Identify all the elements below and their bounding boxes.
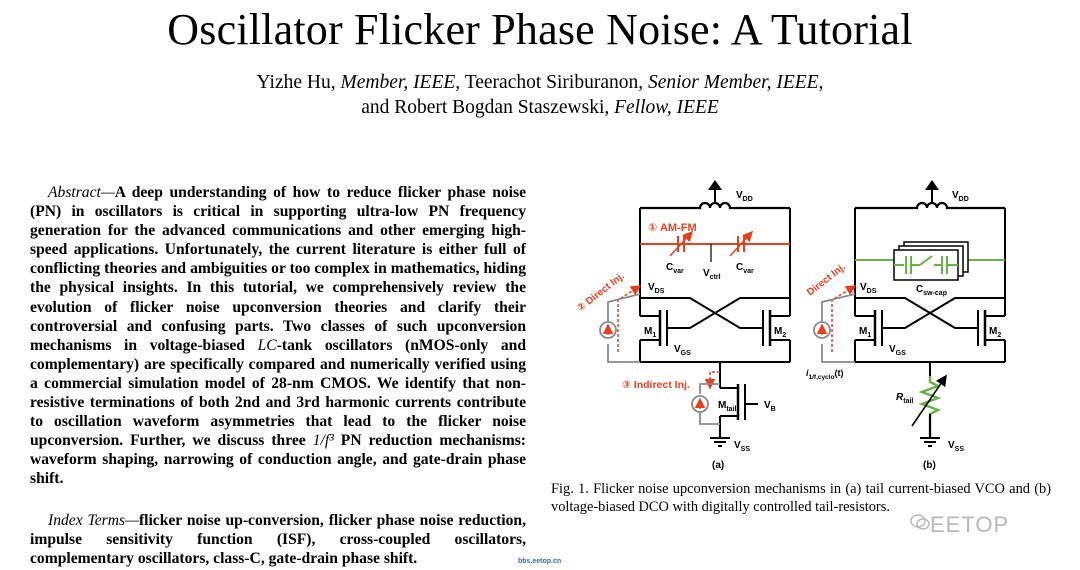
m1-label-b: M1 (859, 326, 871, 339)
indirect-inj-label: ③ Indirect Inj. (622, 379, 690, 391)
author-list: Yizhe Hu, Member, IEEE, Teerachot Siribu… (0, 70, 1080, 120)
cvar-label-a1: Cvar (666, 262, 684, 275)
inductor-a (640, 201, 790, 210)
author-1: Yizhe Hu, (256, 72, 341, 93)
direct-inj-label-a: ② Direct Inj. (575, 271, 627, 315)
vss-label-a: VSS (734, 440, 750, 453)
vgs-label-a: VGS (674, 344, 691, 357)
mtail-label: Mtail (718, 400, 737, 413)
rtail-label: Rtail (896, 392, 913, 405)
vdd-label-a: VDD (736, 190, 753, 203)
authors-line-1: Yizhe Hu, Member, IEEE, Teerachot Siribu… (0, 70, 1080, 95)
author-3: and Robert Bogdan Staszewski, (361, 97, 615, 118)
csw-cap-label: Csw-cap (916, 284, 947, 297)
wechat-icon (910, 514, 930, 530)
index-terms-text: flicker noise up-conversion, flicker pha… (30, 512, 527, 568)
watermark-brand: EETOP (930, 512, 1010, 537)
abstract-text-3: PN reduction mechanisms: waveform shapin… (30, 432, 527, 488)
figure-1-circuits: VDD ① AM-FM Cvar Cvar Vctrl ② Direct Inj… (575, 180, 1006, 471)
am-fm-label: ① AM-FM (648, 222, 697, 234)
index-terms: Index Terms—flicker noise up-conversion,… (30, 511, 526, 568)
abstract-math: 1/f³ (312, 432, 334, 450)
vss-label-b: VSS (948, 440, 964, 453)
cvar-label-a2: Cvar (736, 262, 754, 275)
subfig-label-b: (b) (923, 460, 936, 471)
vds-label-a: VDS (648, 282, 665, 295)
author-2: Teerachot Siriburanon, (460, 72, 648, 93)
circuit-a: VDD ① AM-FM Cvar Cvar Vctrl ② Direct Inj… (575, 180, 791, 471)
vgs-label-b: VGS (889, 344, 906, 357)
abstract-lc: LC (257, 336, 277, 354)
circuit-b: VDD Csw-cap Direct Inj. VDS (805, 180, 1006, 471)
abstract-label: Abstract— (48, 184, 115, 201)
paper-title: Oscillator Flicker Phase Noise: A Tutori… (167, 5, 913, 54)
author-3-role: Fellow, IEEE (614, 97, 719, 118)
m1-label-a: M1 (644, 326, 656, 339)
subfig-label-a: (a) (712, 460, 724, 471)
m2-label-a: M2 (774, 326, 786, 339)
i1f-label: i1/f,cyclo(t) (806, 368, 844, 381)
vds-label-b: VDS (860, 282, 877, 295)
author-2-role: Senior Member, IEEE, (647, 72, 824, 93)
m2-label-b: M2 (989, 326, 1001, 339)
vdd-label-b: VDD (952, 190, 969, 203)
authors-line-2: and Robert Bogdan Staszewski, Fellow, IE… (0, 95, 1080, 120)
vdd-arrow-a (708, 180, 722, 190)
abstract: Abstract—A deep understanding of how to … (30, 183, 526, 489)
vdd-arrow-b (925, 180, 939, 190)
inductor-b (855, 201, 1005, 210)
vctrl-label: Vctrl (703, 268, 721, 281)
author-1-role: Member, IEEE, (340, 72, 461, 93)
abstract-text-1: A deep understanding of how to reduce fl… (30, 184, 526, 354)
vb-label: VB (764, 400, 776, 413)
figure-1: VDD ① AM-FM Cvar Cvar Vctrl ② Direct Inj… (560, 176, 1060, 476)
index-terms-label: Index Terms— (48, 512, 139, 529)
direct-inj-label-b: Direct Inj. (805, 262, 848, 299)
tail-resistor (918, 376, 942, 438)
figure-caption: Fig. 1. Flicker noise upconversion mecha… (551, 481, 1051, 515)
watermark-site: bbs.eetop.cn (518, 558, 562, 565)
abstract-text-2: -tank oscillators (nMOS-only and complem… (30, 336, 526, 450)
